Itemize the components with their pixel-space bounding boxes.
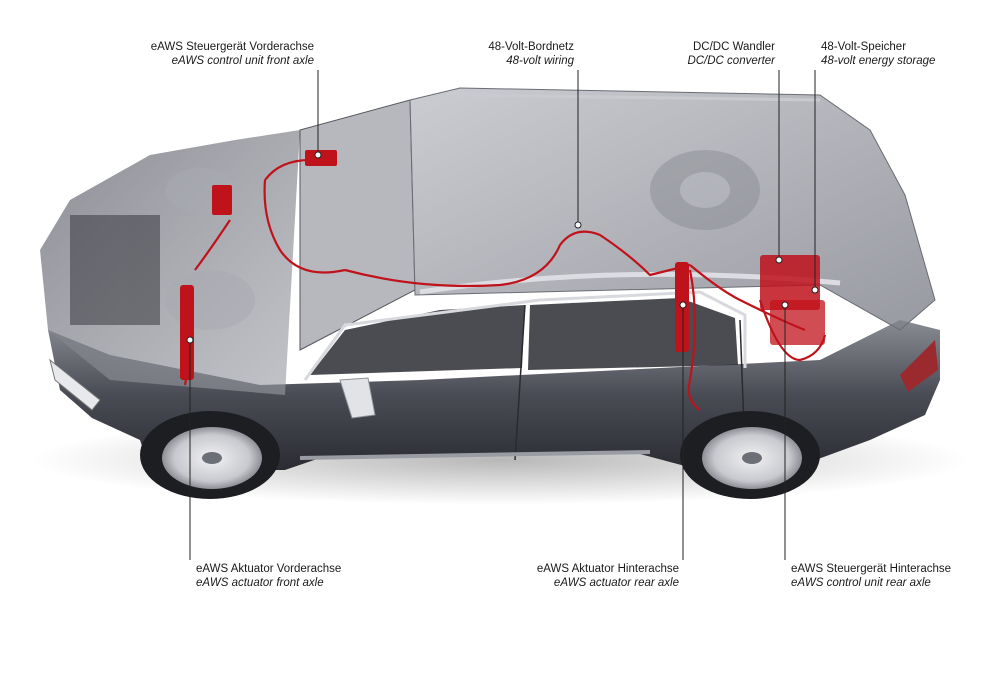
label-en: 48-volt wiring [488,54,574,68]
label-de: 48-Volt-Speicher [821,40,935,54]
label-en: eAWS control unit front axle [151,54,314,68]
label-front-control-unit: eAWS Steuergerät Vorderachse eAWS contro… [151,40,314,68]
label-48v-wiring: 48-Volt-Bordnetz 48-volt wiring [488,40,574,68]
label-rear-control-unit: eAWS Steuergerät Hinterachse eAWS contro… [791,562,951,590]
label-de: eAWS Aktuator Vorderachse [196,562,341,576]
label-de: eAWS Steuergerät Vorderachse [151,40,314,54]
label-de: 48-Volt-Bordnetz [488,40,574,54]
label-front-actuator: eAWS Aktuator Vorderachse eAWS actuator … [196,562,341,590]
label-en: 48-volt energy storage [821,54,935,68]
windshield [300,100,415,350]
label-rear-actuator: eAWS Aktuator Hinterachse eAWS actuator … [537,562,679,590]
label-48v-storage: 48-Volt-Speicher 48-volt energy storage [821,40,935,68]
label-de: eAWS Steuergerät Hinterachse [791,562,951,576]
label-en: eAWS actuator front axle [196,576,341,590]
rear-wheel [680,411,820,499]
label-dcdc-converter: DC/DC Wandler DC/DC converter [687,40,775,68]
side-window-rear [528,298,738,370]
front-wheel [140,411,280,499]
label-en: eAWS control unit rear axle [791,576,951,590]
label-de: eAWS Aktuator Hinterachse [537,562,679,576]
label-de: DC/DC Wandler [687,40,775,54]
spare-tire-ghost [650,150,760,230]
label-en: DC/DC converter [687,54,775,68]
label-en: eAWS actuator rear axle [537,576,679,590]
